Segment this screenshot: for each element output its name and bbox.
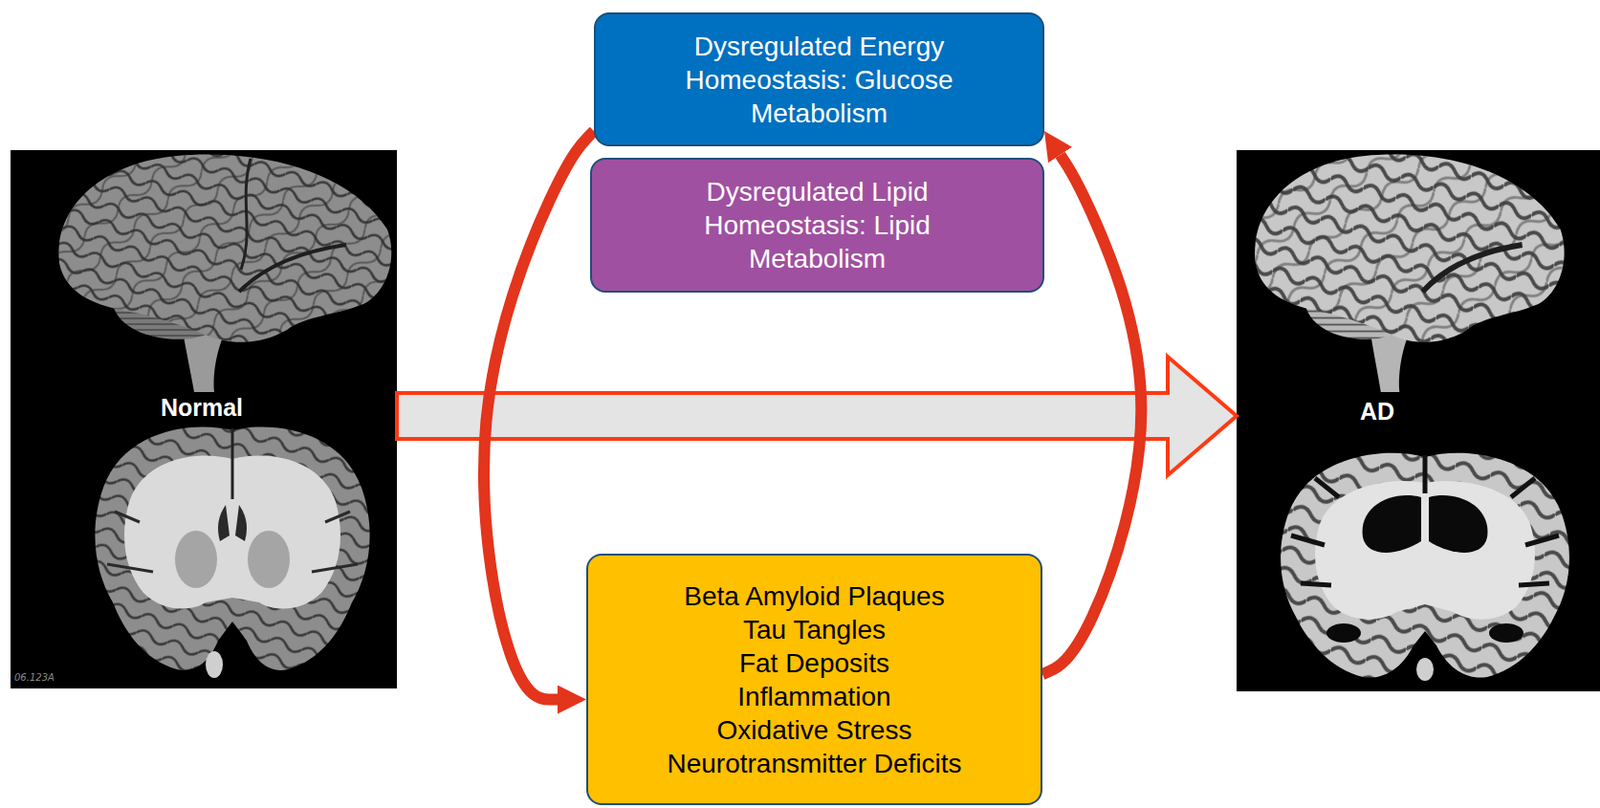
- temporal-horn: [1326, 623, 1361, 643]
- box-text: Dysregulated Energy Homeostasis: Glucose…: [676, 29, 964, 131]
- box-content: Dysregulated Lipid Homeostasis: Lipid Me…: [674, 175, 962, 276]
- ventricle: [218, 504, 230, 542]
- photo-ground: [1236, 150, 1600, 692]
- brainstem-section: [205, 651, 223, 679]
- process-box: Beta Amyloid PlaquesTau TanglesFat Depos…: [586, 553, 1043, 806]
- ventricle: [235, 504, 247, 542]
- enlarged-ventricle: [1362, 495, 1422, 553]
- cerebrum-gyri: [1254, 154, 1565, 343]
- ad-lateral-brain: [1254, 154, 1565, 393]
- photo-label: Normal: [160, 393, 243, 423]
- box-text: Inflammation: [666, 679, 962, 714]
- photo-code: 06.123A: [14, 672, 55, 683]
- brain-photo: AD: [1236, 150, 1600, 692]
- cerebrum-gyri: [58, 154, 392, 343]
- coronal-cortex: [94, 427, 370, 671]
- enlarged-ventricle: [1428, 495, 1488, 553]
- sulci: [107, 511, 358, 572]
- cycle-arrow: [1042, 154, 1141, 675]
- photo-label-holder: AD: [1359, 396, 1395, 427]
- midline: [231, 428, 235, 500]
- sylvian-fissure: [1423, 244, 1523, 292]
- photo-ground: [10, 150, 397, 689]
- temporal-horn: [1489, 623, 1524, 643]
- brainstem-section: [1416, 657, 1434, 681]
- white-matter: [1315, 481, 1535, 620]
- basal-ganglia: [175, 530, 218, 589]
- box-text: Fat Deposits: [666, 646, 962, 680]
- box-text: Tau Tangles: [666, 613, 962, 647]
- photo-label-holder: Normal: [160, 393, 243, 423]
- central-sulcus: [241, 158, 251, 270]
- process-box: Dysregulated Energy Homeostasis: Glucose…: [593, 12, 1045, 147]
- label-holder: 06.123A: [14, 672, 55, 683]
- brain-photo: Normal: [10, 150, 397, 689]
- box-text: Dysregulated Lipid Homeostasis: Lipid Me…: [674, 175, 962, 276]
- photo-label: AD: [1359, 396, 1395, 427]
- cycle-arrow: [483, 131, 594, 701]
- process-box: Dysregulated Lipid Homeostasis: Lipid Me…: [590, 157, 1045, 293]
- cerebrum: [58, 154, 392, 343]
- box-text: Oxidative Stress: [666, 713, 962, 747]
- box-text: Beta Amyloid Plaques: [666, 579, 962, 614]
- box-content: Dysregulated Energy Homeostasis: Glucose…: [676, 29, 964, 131]
- progression-arrow: [396, 356, 1237, 476]
- sylvian-fissure: [239, 244, 347, 292]
- box-content: Beta Amyloid PlaquesTau TanglesFat Depos…: [666, 579, 962, 781]
- box-text: Neurotransmitter Deficits: [666, 746, 962, 781]
- basal-ganglia: [247, 530, 290, 589]
- widened-sulci: [1291, 455, 1559, 586]
- cerebrum: [1254, 154, 1565, 343]
- coronal-cortex: [1280, 453, 1570, 679]
